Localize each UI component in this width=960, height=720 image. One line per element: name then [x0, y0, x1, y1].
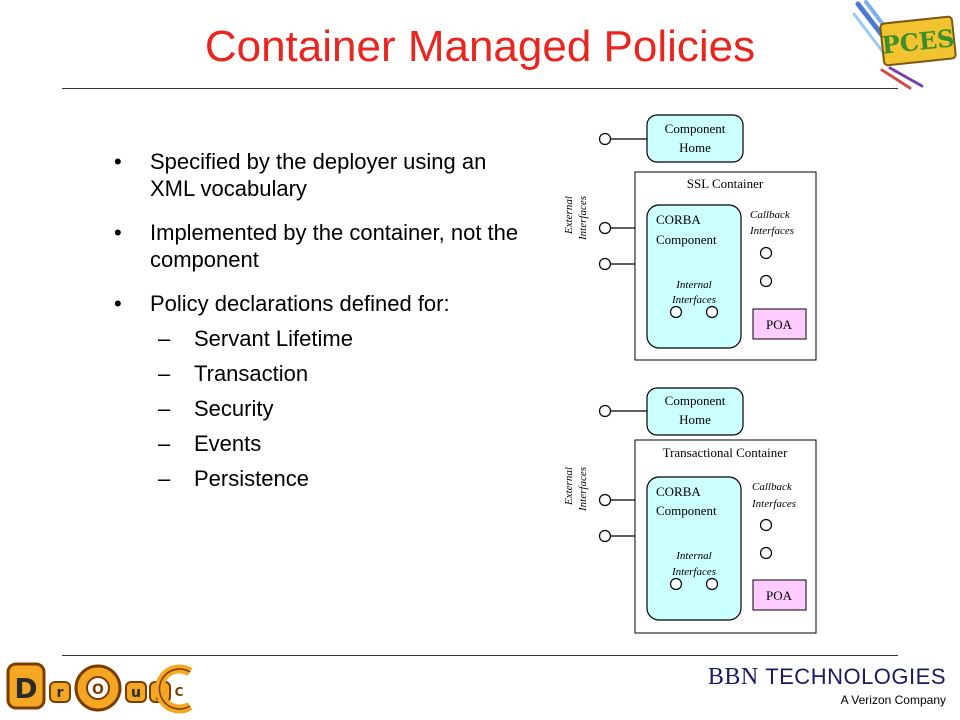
sub-bullet-item: –Servant Lifetime — [150, 325, 530, 352]
home-label: Home — [679, 140, 711, 155]
bullet-text: Policy declarations defined for: — [150, 291, 450, 316]
callback-label: Interfaces — [751, 498, 796, 510]
external-port-icon — [598, 529, 612, 543]
callback-port-icon — [759, 274, 773, 288]
sub-bullet-text: Transaction — [194, 361, 309, 386]
bbn-technologies: TECHNOLOGIES — [765, 664, 946, 689]
bullet-dot: • — [114, 149, 122, 174]
corba-label: CORBA — [656, 212, 701, 227]
bbn-logo: BBN TECHNOLOGIES A Verizon Company — [708, 664, 946, 707]
ssl-container-diagram: Component Home SSL Container CORBA Compo… — [563, 114, 817, 361]
sub-bullet-text: Security — [194, 396, 274, 421]
poa-box — [752, 308, 807, 340]
bullet-item: • Specified by the deployer using an XML… — [110, 148, 530, 202]
poa-label: POA — [766, 588, 793, 603]
doc-group-logo-icon: D r O u p C — [6, 662, 193, 714]
sub-bullet-item: –Events — [150, 430, 530, 457]
sub-bullet-text: Persistence — [194, 466, 309, 491]
bullet-dot: • — [114, 291, 122, 316]
external-label: External — [563, 467, 575, 506]
external-port-icon — [598, 221, 612, 235]
poa-label: POA — [766, 317, 793, 332]
bullet-text: Specified by the deployer using an XML v… — [150, 149, 487, 201]
doc-logo-letter: r — [57, 685, 64, 701]
callback-port-icon — [759, 546, 773, 560]
sub-bullet-text: Servant Lifetime — [194, 326, 353, 351]
container-label: SSL Container — [687, 176, 764, 191]
doc-logo-letter: u — [131, 685, 141, 701]
bullet-text: Implemented by the container, not the co… — [150, 220, 519, 272]
internal-label: Interfaces — [671, 566, 716, 578]
sub-bullet-dash: – — [158, 431, 171, 456]
internal-port-icon — [705, 305, 719, 319]
corba-label: CORBA — [656, 484, 701, 499]
component-home-box — [646, 114, 744, 163]
sub-bullet-item: –Persistence — [150, 465, 530, 492]
callback-port-icon — [759, 518, 773, 532]
external-label: Interfaces — [577, 467, 589, 512]
doc-logo-letter: D — [14, 672, 37, 705]
sub-bullet-item: –Transaction — [150, 360, 530, 387]
sub-bullet-list: –Servant Lifetime –Transaction –Security… — [150, 325, 530, 492]
external-port-icon — [598, 257, 612, 271]
bullet-item: • Implemented by the container, not the … — [110, 219, 530, 273]
external-port-icon — [598, 493, 612, 507]
corba-label: Component — [656, 503, 717, 518]
callback-port-icon — [759, 246, 773, 260]
component-home-box — [646, 387, 744, 436]
bullet-item: • Policy declarations defined for: –Serv… — [110, 290, 530, 492]
home-label: Home — [679, 412, 711, 427]
internal-label: Interfaces — [671, 294, 716, 306]
home-label: Component — [665, 121, 726, 136]
sub-bullet-dash: – — [158, 396, 171, 421]
home-label: Component — [665, 393, 726, 408]
poa-box — [752, 579, 807, 611]
transactional-container-diagram: Component Home Transactional Container C… — [563, 387, 817, 634]
sub-bullet-text: Events — [194, 431, 262, 456]
external-label: Interfaces — [577, 196, 589, 241]
home-port-icon — [598, 404, 612, 418]
sub-bullet-dash: – — [158, 326, 171, 351]
bullet-list: • Specified by the deployer using an XML… — [110, 148, 530, 509]
sub-bullet-dash: – — [158, 361, 171, 386]
sub-bullet-dash: – — [158, 466, 171, 491]
internal-label: Internal — [675, 550, 711, 562]
callback-label: Interfaces — [749, 225, 794, 237]
callback-label: Callback — [752, 481, 793, 493]
internal-port-icon — [669, 305, 683, 319]
internal-port-icon — [705, 577, 719, 591]
external-label: External — [563, 196, 575, 235]
corba-label: Component — [656, 232, 717, 247]
container-label: Transactional Container — [663, 445, 788, 460]
bbn-wordmark: BBN TECHNOLOGIES — [708, 664, 946, 691]
doc-logo-letter: C — [175, 685, 184, 699]
home-port-icon — [598, 132, 612, 146]
callback-label: Callback — [750, 209, 791, 221]
footer-divider — [62, 655, 898, 656]
doc-logo-letter: O — [92, 682, 104, 698]
pces-logo-icon: PCES — [852, 0, 957, 90]
bbn-tagline: A Verizon Company — [840, 693, 946, 707]
slide-title: Container Managed Policies — [204, 22, 756, 71]
internal-label: Internal — [675, 279, 711, 291]
sub-bullet-item: –Security — [150, 395, 530, 422]
bbn-name: BBN — [707, 664, 759, 690]
bullet-dot: • — [114, 220, 122, 245]
title-divider — [62, 88, 898, 89]
internal-port-icon — [669, 577, 683, 591]
